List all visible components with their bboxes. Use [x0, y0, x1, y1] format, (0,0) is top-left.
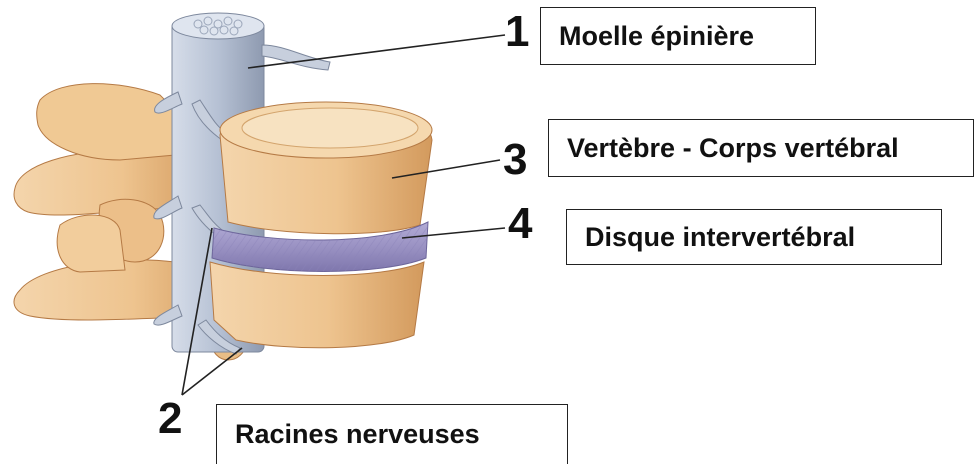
label-vertebral-body: Vertèbre - Corps vertébral — [548, 119, 974, 177]
marker-number-1: 1 — [505, 10, 529, 54]
label-intervertebral-disc: Disque intervertébral — [566, 209, 942, 265]
lateral-lamina — [57, 215, 125, 272]
marker-number-4: 4 — [508, 202, 532, 246]
leader-line-2b — [182, 348, 242, 395]
marker-number-3: 3 — [503, 138, 527, 182]
lower-vertebral-body — [210, 262, 424, 348]
vertebral-body-top-inner — [242, 108, 418, 148]
spinal-cord-top — [172, 13, 264, 39]
label-nerve-roots: Racines nerveuses — [216, 404, 568, 464]
marker-number-2: 2 — [158, 397, 182, 441]
label-spinal-cord: Moelle épinière — [540, 7, 816, 65]
upper-transverse-process — [37, 84, 185, 160]
